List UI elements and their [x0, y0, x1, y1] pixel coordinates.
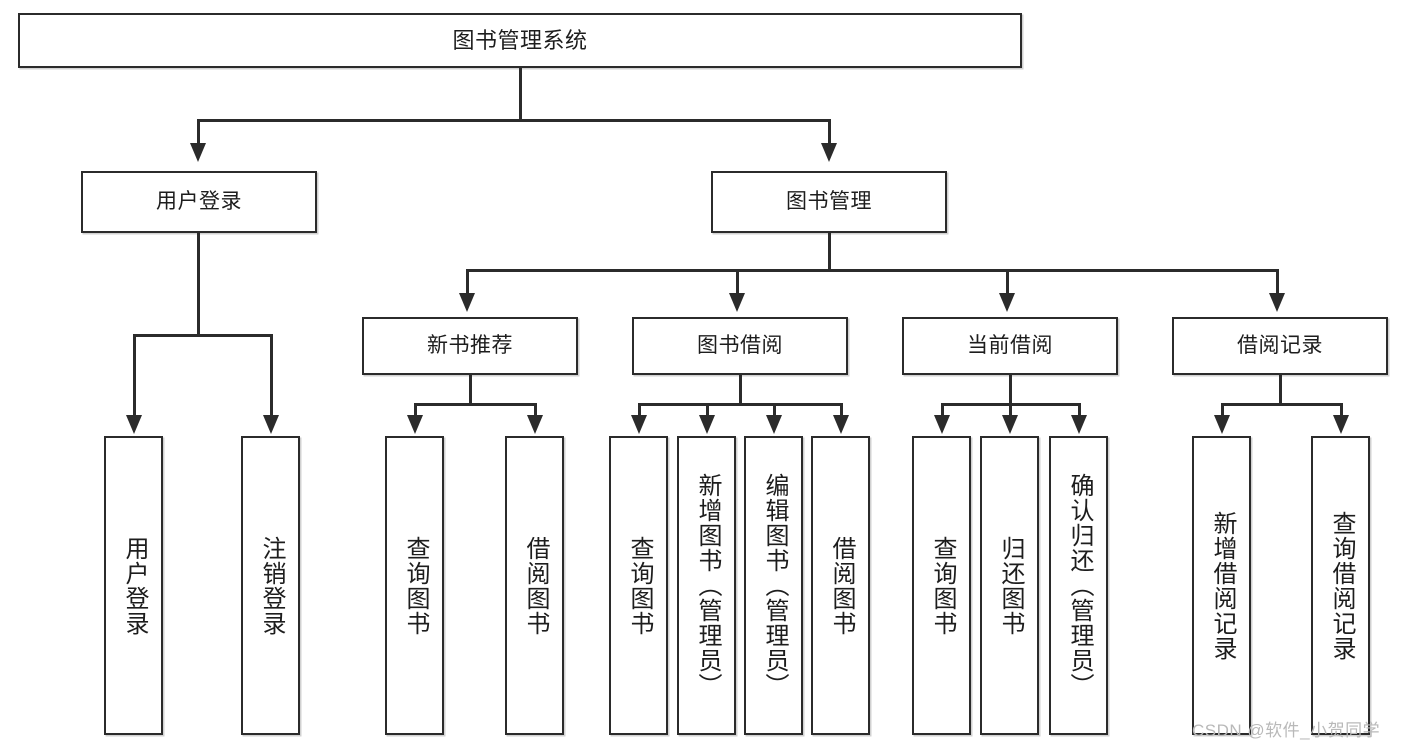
connector-new-book-bar [414, 403, 537, 406]
leaf-user-login[interactable]: 用户登录 [104, 436, 163, 735]
leaf-label: 查询图书 [625, 535, 653, 636]
leaf-label: 新增图书（管理员） [693, 473, 721, 698]
connector-root-bar [197, 119, 831, 122]
connector-book-borrow-bar [638, 403, 842, 406]
connector-book-borrow-d3 [773, 403, 776, 416]
node-label: 图书管理系统 [452, 27, 588, 53]
connector-new-book-d2 [534, 403, 537, 416]
connector-root-to-user-login [197, 119, 200, 145]
arrowhead-current-borrow-leaf-1 [934, 415, 950, 434]
arrowhead-leaf-user-login [126, 415, 142, 434]
connector-book-borrow-stem [739, 375, 742, 405]
connector-book-borrow-d1 [638, 403, 641, 416]
arrowhead-book-borrow-leaf-1 [631, 415, 647, 434]
leaf-label: 借阅图书 [521, 535, 549, 636]
node-root-system[interactable]: 图书管理系统 [18, 13, 1022, 68]
arrowhead-to-current-borrow [999, 293, 1015, 312]
connector-to-book-borrow [736, 269, 739, 294]
arrowhead-root-to-user-login [190, 143, 206, 162]
connector-borrow-record-stem [1279, 375, 1282, 405]
leaf-label: 查询图书 [928, 535, 956, 636]
node-label: 借阅记录 [1237, 333, 1323, 357]
leaf-add-book-admin[interactable]: 新增图书（管理员） [677, 436, 736, 735]
leaf-label: 注销登录 [257, 535, 285, 636]
arrowhead-book-borrow-leaf-4 [833, 415, 849, 434]
node-current-borrow[interactable]: 当前借阅 [902, 317, 1118, 375]
arrowhead-root-to-book-manage [821, 143, 837, 162]
connector-root-to-book-manage [828, 119, 831, 145]
leaf-query-book-borrow[interactable]: 查询图书 [609, 436, 668, 735]
connector-to-new-book [466, 269, 469, 294]
connector-borrow-record-d1 [1221, 403, 1224, 416]
node-book-manage[interactable]: 图书管理 [711, 171, 947, 233]
leaf-add-borrow-record[interactable]: 新增借阅记录 [1192, 436, 1251, 735]
arrowhead-borrow-record-leaf-1 [1214, 415, 1230, 434]
connector-current-borrow-d2 [1009, 403, 1012, 416]
leaf-label: 确认归还（管理员） [1065, 473, 1093, 698]
leaf-query-borrow-record[interactable]: 查询借阅记录 [1311, 436, 1370, 735]
connector-current-borrow-stem [1009, 375, 1012, 405]
node-label: 图书管理 [786, 189, 872, 213]
arrowhead-to-borrow-record [1269, 293, 1285, 312]
leaf-logout[interactable]: 注销登录 [241, 436, 300, 735]
leaf-borrow-book-recommend[interactable]: 借阅图书 [505, 436, 564, 735]
leaf-label: 归还图书 [996, 535, 1024, 636]
node-label: 图书借阅 [697, 333, 783, 357]
leaf-label: 借阅图书 [827, 535, 855, 636]
node-label: 新书推荐 [427, 333, 513, 357]
arrowhead-borrow-record-leaf-2 [1333, 415, 1349, 434]
connector-root-stem [519, 68, 522, 120]
connector-user-login-stem [197, 233, 200, 336]
connector-user-login-left-drop [133, 334, 136, 416]
connector-new-book-d1 [414, 403, 417, 416]
connector-to-borrow-record [1276, 269, 1279, 294]
connector-borrow-record-bar [1221, 403, 1342, 406]
arrowhead-leaf-logout [263, 415, 279, 434]
arrowhead-current-borrow-leaf-2 [1002, 415, 1018, 434]
connector-to-current-borrow [1006, 269, 1009, 294]
connector-book-manage-bar [466, 269, 1276, 272]
leaf-label: 查询借阅记录 [1327, 510, 1355, 661]
arrowhead-new-book-leaf-2 [527, 415, 543, 434]
node-label: 用户登录 [156, 189, 242, 213]
leaf-label: 查询图书 [401, 535, 429, 636]
connector-borrow-record-d2 [1340, 403, 1343, 416]
leaf-edit-book-admin[interactable]: 编辑图书（管理员） [744, 436, 803, 735]
leaf-query-book-current[interactable]: 查询图书 [912, 436, 971, 735]
leaf-query-book-recommend[interactable]: 查询图书 [385, 436, 444, 735]
node-book-borrow[interactable]: 图书借阅 [632, 317, 848, 375]
node-user-login[interactable]: 用户登录 [81, 171, 317, 233]
arrowhead-current-borrow-leaf-3 [1071, 415, 1087, 434]
arrowhead-to-book-borrow [729, 293, 745, 312]
leaf-return-book[interactable]: 归还图书 [980, 436, 1039, 735]
arrowhead-book-borrow-leaf-3 [766, 415, 782, 434]
node-borrow-record[interactable]: 借阅记录 [1172, 317, 1388, 375]
connector-user-login-bar [133, 334, 272, 337]
node-label: 当前借阅 [967, 333, 1053, 357]
connector-current-borrow-d3 [1078, 403, 1081, 416]
leaf-confirm-return-admin[interactable]: 确认归还（管理员） [1049, 436, 1108, 735]
connector-user-login-right-drop [270, 334, 273, 416]
arrowhead-book-borrow-leaf-2 [699, 415, 715, 434]
arrowhead-to-new-book [459, 293, 475, 312]
connector-book-borrow-d2 [706, 403, 709, 416]
arrowhead-new-book-leaf-1 [407, 415, 423, 434]
leaf-label: 新增借阅记录 [1208, 510, 1236, 661]
connector-current-borrow-d1 [941, 403, 944, 416]
connector-book-manage-stem [828, 233, 831, 271]
connector-new-book-stem [469, 375, 472, 405]
leaf-borrow-book[interactable]: 借阅图书 [811, 436, 870, 735]
leaf-label: 用户登录 [120, 535, 148, 636]
leaf-label: 编辑图书（管理员） [760, 473, 788, 698]
node-new-book-recommend[interactable]: 新书推荐 [362, 317, 578, 375]
connector-book-borrow-d4 [840, 403, 843, 416]
